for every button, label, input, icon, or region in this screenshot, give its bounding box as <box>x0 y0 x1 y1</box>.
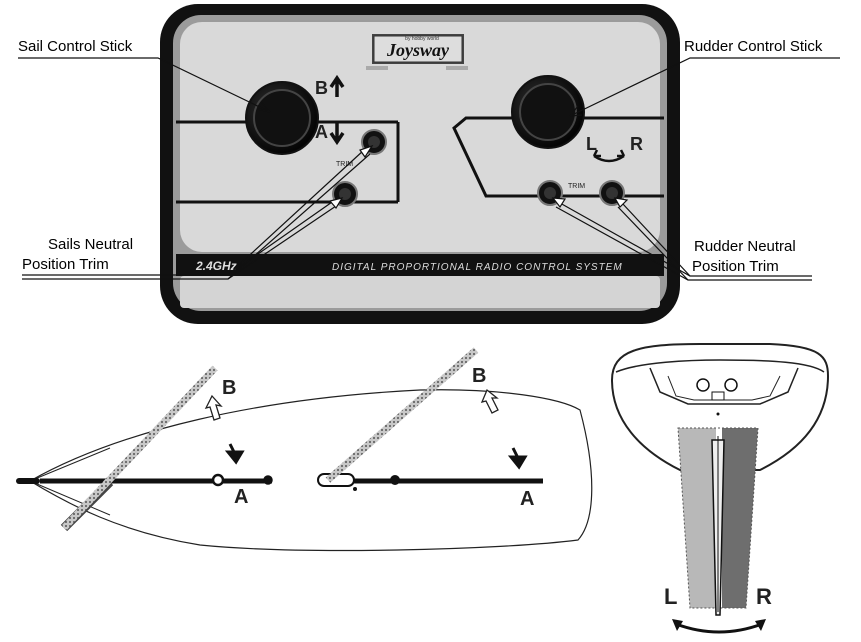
transmitter: Joysway by hobby world B A L R TRIM TRIM <box>160 4 680 324</box>
hull-outline <box>28 389 593 552</box>
sail-position-a-letter: A <box>315 122 328 142</box>
rear-position-b-letter: B <box>472 365 486 387</box>
front-sail-position-b-indicator <box>61 365 218 531</box>
hull-diagram: B A B A <box>16 347 593 552</box>
hollow-arrow-up-icon <box>204 394 223 421</box>
rudder-trim-label: TRIM <box>568 183 585 190</box>
bowsprit-tip <box>16 478 40 484</box>
sails-neutral-trim-label-line2: Position Trim <box>22 256 109 273</box>
leader-rudder-stick <box>569 57 840 117</box>
servo-screw-right <box>724 378 738 392</box>
sail-position-b-letter: B <box>315 78 328 98</box>
servo-screw-left <box>696 378 710 392</box>
stern-hull <box>610 343 830 471</box>
brand-tagline: by hobby world <box>405 36 439 42</box>
rudder-left-letter: L <box>586 134 597 154</box>
transmitter-lower-face <box>180 276 660 308</box>
indicator-led-left <box>366 66 388 70</box>
rudder-neutral-trim-label-line1: Rudder Neutral <box>694 238 796 255</box>
brand-logo-text: Joysway <box>386 40 450 60</box>
sails-neutral-trim-label-line1: Sails Neutral <box>48 236 134 253</box>
leader-rudder-trim-right <box>617 202 691 281</box>
arrow-down-icon <box>224 443 245 465</box>
rudder-swing-arrow-icon <box>593 154 625 163</box>
indicator-led-right <box>446 66 468 70</box>
front-position-a-letter: A <box>234 486 248 508</box>
rudder-left-sweep <box>678 428 716 608</box>
rudder-right-letter-lower: R <box>756 584 772 609</box>
front-position-b-letter: B <box>222 377 236 399</box>
leader-sail-stick <box>18 57 271 113</box>
rudder-swing-arrow-icon-lower <box>675 622 763 634</box>
hollow-arrow-up-icon <box>480 388 499 414</box>
callout-leaders <box>18 57 840 281</box>
transmitter-banner <box>176 254 664 276</box>
rear-sail-position-b-indicator <box>325 347 479 483</box>
arrow-up-icon <box>329 74 345 97</box>
rudder-right-letter: R <box>630 134 643 154</box>
arrow-down-icon <box>329 122 345 146</box>
sail-control-stick-label: Sail Control Stick <box>18 38 133 55</box>
sail-trim-label: TRIM <box>336 161 353 168</box>
system-name-label: DIGITAL PROPORTIONAL RADIO CONTROL SYSTE… <box>332 262 623 273</box>
rear-position-a-letter: A <box>520 488 534 510</box>
rudder-stick-knob <box>519 83 577 141</box>
rudder-left-letter-lower: L <box>664 584 677 609</box>
rudder-right-sweep <box>722 428 758 608</box>
arrow-down-icon <box>507 447 528 470</box>
sail-stick-knob <box>253 89 311 147</box>
rudder-neutral-trim-label-line2: Position Trim <box>692 258 779 275</box>
rudder-diagram: L R <box>610 343 830 634</box>
front-boom-pivot <box>211 473 225 487</box>
rudder-control-stick-label: Rudder Control Stick <box>684 38 823 55</box>
frequency-label: 2.4GHz <box>195 259 237 273</box>
leader-sails-trim-lower <box>227 199 340 280</box>
